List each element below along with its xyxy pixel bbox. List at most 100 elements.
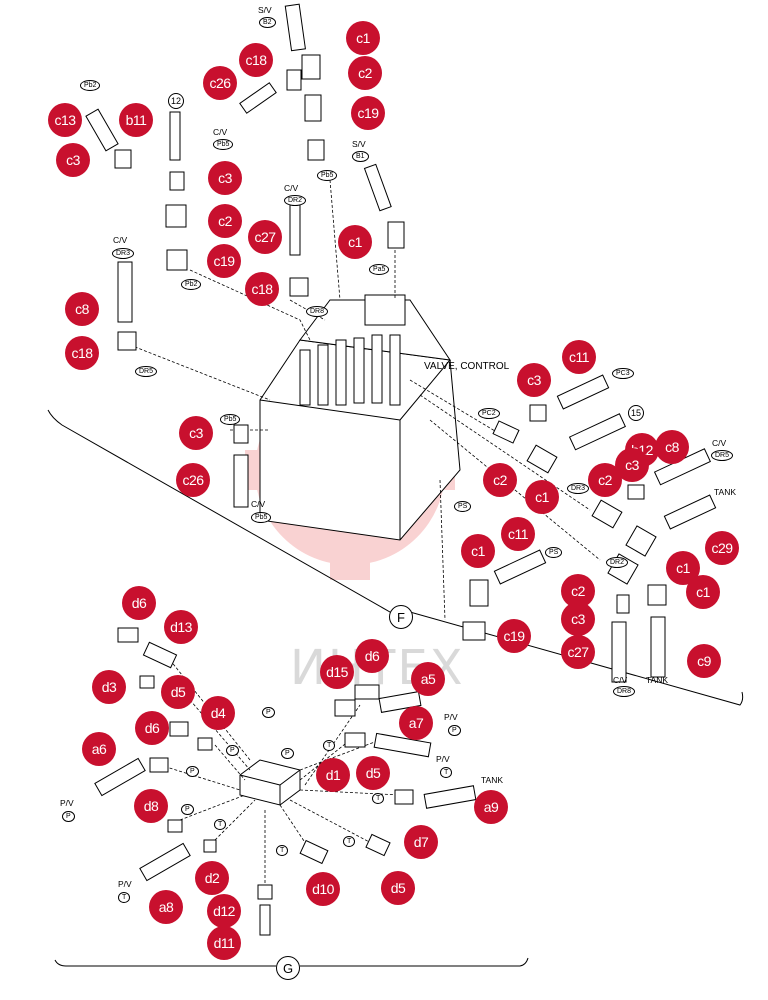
callout-badge[interactable]: c1 — [686, 575, 720, 609]
callout-badge[interactable]: c3 — [517, 363, 551, 397]
callout-badge[interactable]: a9 — [474, 790, 508, 824]
callout-badge[interactable]: c19 — [497, 619, 531, 653]
valve-control-label: VALVE, CONTROL — [424, 361, 510, 372]
port-ps: PS — [454, 501, 472, 512]
port-p-7: P — [62, 811, 75, 822]
callout-badge[interactable]: d4 — [201, 696, 235, 730]
callout-badge[interactable]: c27 — [248, 220, 282, 254]
callout-badge[interactable]: d6 — [135, 711, 169, 745]
callout-badge[interactable]: c11 — [501, 517, 535, 551]
callout-badge[interactable]: a6 — [82, 732, 116, 766]
callout-badge[interactable]: d8 — [134, 789, 168, 823]
port-dr8-2: DR8 — [613, 686, 636, 697]
callout-badge[interactable]: d13 — [164, 610, 198, 644]
callout-badge[interactable]: d6 — [355, 639, 389, 673]
callout-badge[interactable]: c29 — [705, 531, 739, 565]
port-p-6: P — [181, 804, 194, 815]
callout-badge[interactable]: c1 — [525, 480, 559, 514]
cv-label-pb5: C/V — [213, 127, 228, 137]
callout-badge[interactable]: c8 — [655, 430, 689, 464]
callout-badge[interactable]: c26 — [203, 66, 237, 100]
callout-badge[interactable]: c11 — [562, 340, 596, 374]
ref-number-12: 12 — [168, 93, 184, 109]
port-dr5-2: DR5 — [711, 450, 734, 461]
callout-badge[interactable]: c1 — [338, 225, 372, 259]
callout-badge[interactable]: d10 — [306, 872, 340, 906]
cv-label-dr2: C/V — [284, 183, 299, 193]
control-valve-body — [259, 294, 461, 541]
callout-badge[interactable]: d3 — [92, 670, 126, 704]
callout-badge[interactable]: c3 — [561, 602, 595, 636]
callout-badge[interactable]: c3 — [179, 416, 213, 450]
port-pb2-2: Pb2 — [181, 279, 202, 290]
cv-label-dr8: C/V — [613, 675, 628, 685]
callout-badge[interactable]: d5 — [381, 871, 415, 905]
port-t-1: T — [323, 740, 336, 751]
callout-badge[interactable]: c1 — [346, 21, 380, 55]
tank-label-1: TANK — [714, 487, 737, 497]
callout-badge[interactable]: a7 — [399, 706, 433, 740]
port-dr2-2: DR2 — [606, 557, 629, 568]
callout-badge[interactable]: c13 — [48, 103, 82, 137]
fittings-g — [94, 627, 477, 936]
port-b1: B1 — [352, 151, 369, 162]
callout-badge[interactable]: c19 — [207, 244, 241, 278]
port-dr8: DR8 — [306, 306, 329, 317]
callout-badge[interactable]: c18 — [65, 336, 99, 370]
tank-label-3: TANK — [481, 775, 504, 785]
port-ps-2: PS — [545, 547, 563, 558]
callout-badge[interactable]: d11 — [207, 926, 241, 960]
callout-badge[interactable]: c3 — [208, 161, 242, 195]
port-t-2: T — [440, 767, 453, 778]
leader-lines-f — [129, 179, 601, 621]
port-t-3: T — [372, 793, 385, 804]
callout-badge[interactable]: d7 — [404, 825, 438, 859]
callout-badge[interactable]: c9 — [687, 644, 721, 678]
fittings-f — [85, 3, 717, 683]
callout-badge[interactable]: c2 — [208, 204, 242, 238]
callout-badge[interactable]: d6 — [122, 586, 156, 620]
pv-label-2: P/V — [436, 754, 450, 764]
section-f-marker: F — [389, 605, 413, 629]
callout-badge[interactable]: c18 — [245, 272, 279, 306]
callout-badge[interactable]: d12 — [207, 894, 241, 928]
callout-badge[interactable]: c27 — [561, 635, 595, 669]
pv-label-3: P/V — [60, 798, 74, 808]
callout-badge[interactable]: a8 — [149, 890, 183, 924]
callout-badge[interactable]: c26 — [176, 463, 210, 497]
section-g-frame — [54, 957, 529, 967]
manifold-block-g — [239, 759, 301, 806]
callout-badge[interactable]: d5 — [356, 756, 390, 790]
callout-badge[interactable]: b11 — [119, 103, 153, 137]
callout-badge[interactable]: c3 — [56, 143, 90, 177]
port-pa5: Pa5 — [369, 264, 390, 275]
callout-badge[interactable]: c18 — [239, 43, 273, 77]
port-b2: B2 — [259, 17, 276, 28]
port-pb5-4: Pb5 — [251, 512, 272, 523]
port-p-2: P — [448, 725, 461, 736]
callout-badge[interactable]: c19 — [351, 96, 385, 130]
ref-number-15: 15 — [628, 405, 644, 421]
callout-badge[interactable]: a5 — [411, 662, 445, 696]
port-pc2: PC2 — [478, 408, 500, 419]
callout-badge[interactable]: c8 — [65, 292, 99, 326]
port-p-4: P — [281, 748, 294, 759]
tank-label-2: TANK — [646, 675, 669, 685]
port-p-5: P — [186, 766, 199, 777]
callout-badge[interactable]: d2 — [195, 861, 229, 895]
port-p-1: P — [262, 707, 275, 718]
callout-badge[interactable]: c2 — [348, 56, 382, 90]
callout-badge[interactable]: d1 — [316, 758, 350, 792]
port-pb5-2: Pb5 — [317, 170, 338, 181]
callout-badge[interactable]: c2 — [588, 463, 622, 497]
port-t-7: T — [118, 892, 131, 903]
pv-label-1: P/V — [444, 712, 458, 722]
cv-label-dr5: C/V — [712, 438, 727, 448]
callout-badge[interactable]: c1 — [461, 534, 495, 568]
callout-badge[interactable]: d5 — [161, 675, 195, 709]
port-t-6: T — [276, 845, 289, 856]
callout-badge[interactable]: c2 — [483, 463, 517, 497]
callout-badge[interactable]: d15 — [320, 655, 354, 689]
